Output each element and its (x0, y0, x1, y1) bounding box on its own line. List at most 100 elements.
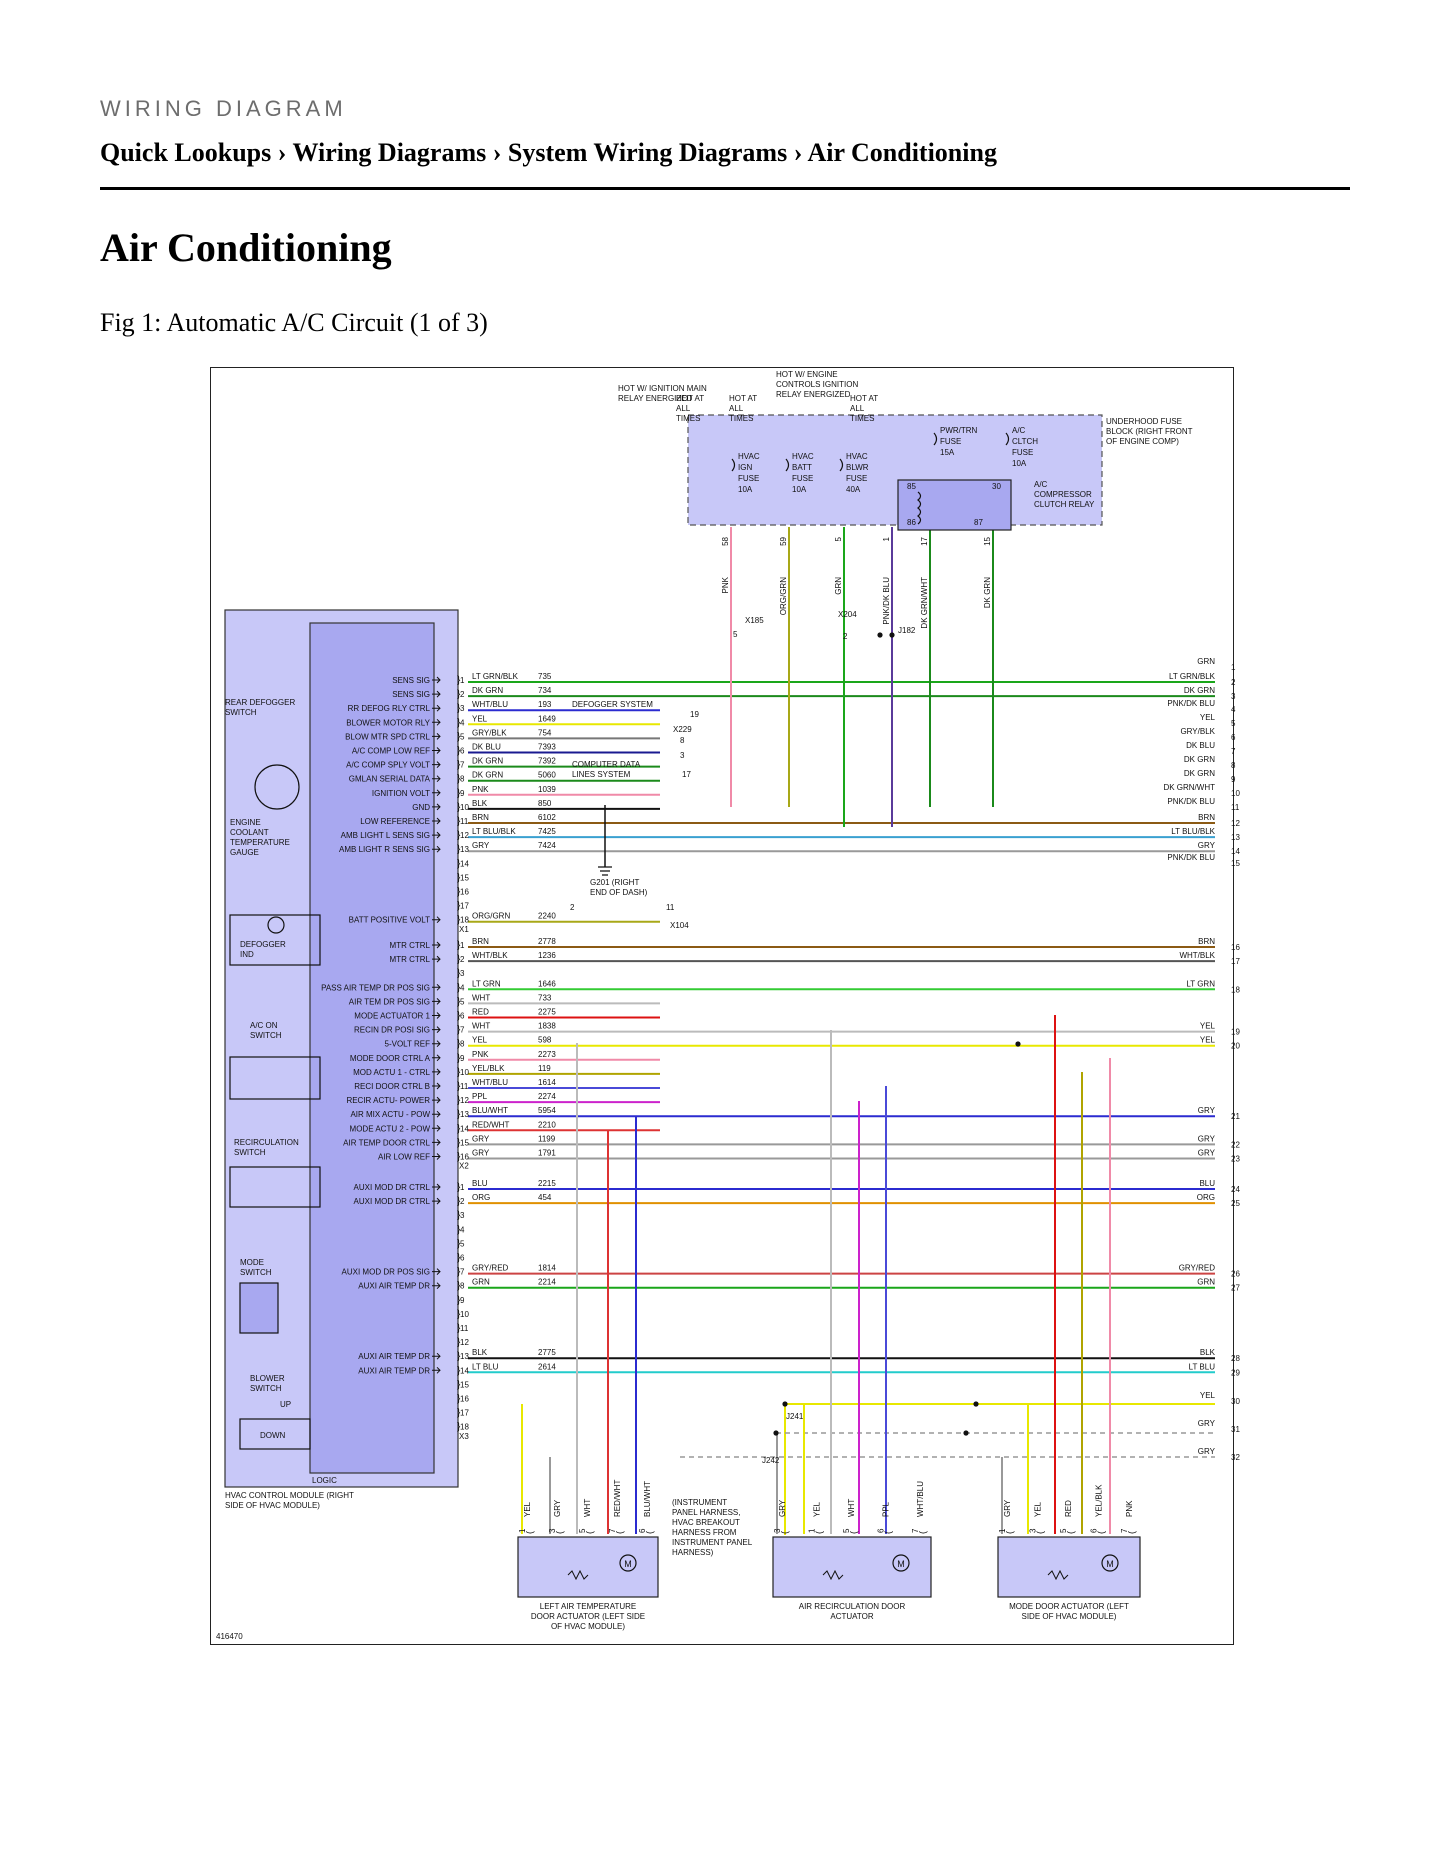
pin-arrow-icon (432, 803, 441, 811)
harness-row-number: 32 (1231, 1453, 1240, 1462)
module-signal-label: MTR CTRL (390, 941, 431, 950)
splice-connector-label: X104 (670, 921, 689, 930)
wire-color-label: WHT/BLK (1179, 951, 1215, 960)
relay-pin: 85 (907, 482, 916, 491)
connector-pin-bracket: } (457, 1067, 461, 1078)
harness-row-number: 19 (1231, 1028, 1240, 1037)
fuse-label: 10A (738, 485, 753, 494)
actuator-pin-label: 3 (1029, 1528, 1038, 1533)
wire-color-label: GRY/BLK (472, 728, 507, 737)
connector-pin-number: 4 (460, 983, 465, 992)
wire-color-label: PNK/DK BLU (1167, 797, 1215, 806)
wire-color-label: BLK (1200, 1348, 1216, 1357)
breadcrumb-item-wiring-diagrams[interactable]: Wiring Diagrams (292, 138, 487, 167)
module-signal-label: AUXI AIR TEMP DR (358, 1366, 430, 1375)
connector-pin-bracket: } (457, 1210, 461, 1221)
fuse-symbol (1005, 432, 1010, 446)
wire-color-label: DK BLU (472, 743, 501, 752)
harness-row-number: 25 (1231, 1199, 1240, 1208)
circuit-number-label: 2614 (538, 1362, 556, 1371)
circuit-number-label: 2273 (538, 1050, 556, 1059)
wire-color-label: RED (472, 1008, 489, 1017)
wire-color-label: GRY (1198, 841, 1216, 850)
connector-pin-number: 6 (460, 747, 465, 756)
pin-arrow-icon (432, 941, 441, 949)
connector-pin-number: 14 (460, 859, 469, 868)
splice-junction (963, 1430, 969, 1436)
harness-row-number: 22 (1231, 1140, 1240, 1149)
actuator-wire-color: RED/WHT (613, 1480, 622, 1517)
wire-color-label: GRY (472, 1149, 490, 1158)
connector-pin-number: 2 (460, 955, 465, 964)
connector-pin-bracket: } (457, 1351, 461, 1362)
hot-label: HOT W/ IGNITION MAIN (618, 384, 707, 393)
hot-label: ALL (676, 404, 691, 413)
pin-arrow-icon (432, 1183, 441, 1191)
actuator-wire-color: WHT (583, 1499, 592, 1517)
splice-connector-label: J182 (898, 626, 916, 635)
circuit-number-label: 2274 (538, 1092, 556, 1101)
connector-pin-bracket: } (457, 1295, 461, 1306)
connector-pin-bracket: ) (1128, 1531, 1138, 1534)
harness-note: PANEL HARNESS, (672, 1508, 740, 1517)
splice-junction (1015, 1041, 1021, 1047)
wire-color-label: GRN (1197, 657, 1215, 666)
harness-note: HARNESS) (672, 1548, 714, 1557)
circuit-number-label: 1649 (538, 714, 556, 723)
connector-pin-bracket: } (457, 1238, 461, 1249)
connector-pin-number: 3 (460, 704, 465, 713)
circuit-number-label: 5060 (538, 771, 556, 780)
module-signal-label: RR DEFOG RLY CTRL (348, 704, 431, 713)
blower-switch-box (239, 1418, 311, 1450)
fuse-label: FUSE (1012, 448, 1033, 457)
breadcrumb-item-system-wiring-diagrams[interactable]: System Wiring Diagrams (507, 138, 788, 167)
breadcrumb-item-quick-lookups[interactable]: Quick Lookups (100, 138, 272, 167)
page-kicker: WIRING DIAGRAM (100, 96, 347, 121)
actuator-label: DOOR ACTUATOR (LEFT SIDE (531, 1612, 645, 1621)
actuator-wire-color: PPL (882, 1501, 891, 1517)
connector-pin-number: 18 (460, 1423, 469, 1432)
harness-row-number: 4 (1231, 705, 1236, 714)
connector-pin-bracket: } (457, 1081, 461, 1092)
hot-label: TIMES (850, 414, 874, 423)
splice-connector-label: X204 (838, 610, 857, 619)
connector-pin-number: 2 (460, 1197, 465, 1206)
harness-row-number: 18 (1231, 985, 1240, 994)
actuator-pin-label: 5 (1059, 1528, 1068, 1533)
module-signal-label: AIR MIX ACTU - POW (350, 1110, 430, 1119)
wire-color-label: GRY (1198, 1134, 1216, 1143)
pin-arrow-icon (432, 983, 441, 991)
connector-pin-number: 16 (460, 1395, 469, 1404)
pin-arrow-icon (432, 845, 441, 853)
harness-row-number: 28 (1231, 1354, 1240, 1363)
connector-pin-number: 4 (460, 1225, 465, 1234)
wire-color-label: PNK (472, 1050, 489, 1059)
connector-pin-bracket: ) (586, 1531, 596, 1534)
connector-pin-number: 12 (460, 1096, 469, 1105)
hot-label: TIMES (676, 414, 700, 423)
connector-pin-bracket: } (457, 689, 461, 700)
hot-label: HOT AT (850, 394, 878, 403)
splice-pin-label: 2 (843, 632, 848, 641)
connector-pin-bracket: } (457, 774, 461, 785)
connector-pin-bracket: } (457, 1152, 461, 1163)
circuit-number-label: 2240 (538, 912, 556, 921)
circuit-number-label: 7393 (538, 743, 556, 752)
switch-label: SWITCH (250, 1031, 282, 1040)
connector-pin-number: 1 (460, 1183, 465, 1192)
wire-color-label: BRN (1198, 937, 1215, 946)
defogger-lamp-icon (267, 916, 285, 934)
connector-pin-bracket: } (457, 1109, 461, 1120)
wire-color-label: YEL (1200, 1022, 1216, 1031)
connector-pin-number: 13 (460, 1352, 469, 1361)
splice-connector-label: X185 (745, 616, 764, 625)
connector-pin-number: 16 (460, 1153, 469, 1162)
breadcrumb-separator: › (793, 138, 803, 167)
fuse-label: HVAC (846, 452, 868, 461)
connector-pin-bracket: } (457, 1011, 461, 1022)
breadcrumb-item-air-conditioning[interactable]: Air Conditioning (807, 138, 997, 167)
harness-row-number: 30 (1231, 1397, 1240, 1406)
pin-arrow-icon (432, 1282, 441, 1290)
pin-arrow-icon (432, 1040, 441, 1048)
wire-color-label: GRY (1198, 1419, 1216, 1428)
